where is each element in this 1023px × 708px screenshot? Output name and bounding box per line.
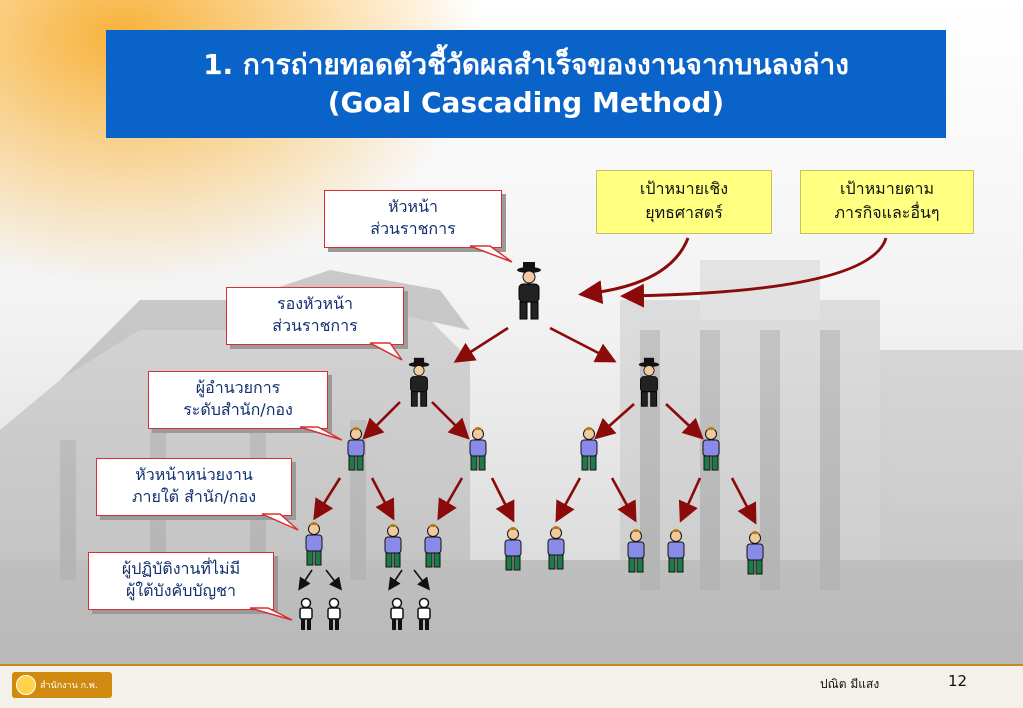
person-unit-head-3 (424, 523, 442, 568)
ocsc-logo: สำนักงาน ก.พ. (12, 672, 112, 698)
person-unit-head-4 (504, 526, 522, 571)
arrow-unit-1-to-worker-1 (298, 569, 313, 591)
level-worker-line1: ผู้ปฏิบัติงานที่ไม่มี (121, 559, 241, 578)
title-line-english: (Goal Cascading Method) (327, 86, 725, 119)
person-director-2 (469, 426, 487, 471)
callout-pointer-worker (249, 607, 293, 621)
person-unit-head-7 (667, 528, 685, 573)
level-label-deputy: รองหัวหน้า ส่วนราชการ (226, 287, 404, 345)
person-unit-head-1 (305, 521, 323, 566)
arrow-unit-1-to-worker-2 (325, 569, 342, 591)
person-deputy-right (638, 357, 660, 407)
title-line-thai: 1. การถ่ายทอดตัวชี้วัดผลสำเร็จของงานจากบ… (203, 48, 849, 81)
arrow-director-4-to-unit-8 (730, 477, 757, 525)
level-head-line1: หัวหน้า (388, 197, 438, 216)
arrow-deputy-left-to-director-2 (431, 401, 470, 440)
level-director-line1: ผู้อำนวยการ (195, 378, 281, 397)
logo-text: สำนักงาน ก.พ. (40, 681, 98, 691)
level-worker-line2: ผู้ใต้บังคับบัญชา (125, 581, 237, 600)
arrow-deputy-right-to-director-3 (594, 403, 635, 440)
arrow-director-2-to-unit-3 (437, 477, 464, 521)
level-unit-head-line1: หัวหน้าหน่วยงาน (135, 465, 253, 484)
arrow-director-4-to-unit-7 (678, 477, 702, 523)
level-director-line2: ระดับสำนัก/กอง (183, 400, 293, 419)
goal-mission-line1: เป้าหมายตาม (840, 179, 934, 198)
arrow-unit-2-to-worker-3 (388, 569, 403, 591)
person-worker-3 (390, 597, 404, 631)
goal-strategic-line1: เป้าหมายเชิง (639, 179, 729, 198)
arrow-head-to-deputy-right (549, 326, 617, 363)
callout-pointer-director (299, 426, 343, 441)
person-director-4 (702, 426, 720, 471)
arrow-director-1-to-unit-1 (313, 477, 342, 521)
person-unit-head-6 (627, 528, 645, 573)
slide-title: 1. การถ่ายทอดตัวชี้วัดผลสำเร็จของงานจากบ… (106, 30, 946, 138)
goal-mission-line2: ภารกิจและอื่นๆ (834, 203, 940, 222)
arrow-unit-2-to-worker-4 (413, 569, 430, 591)
arrow-director-2-to-unit-4 (490, 477, 515, 523)
arrow-deputy-left-to-director-1 (362, 401, 401, 440)
person-worker-2 (327, 597, 341, 631)
goal-strategic-line2: ยุทธศาสตร์ (645, 203, 723, 222)
person-worker-4 (417, 597, 431, 631)
seal-icon (16, 675, 36, 695)
level-label-head: หัวหน้า ส่วนราชการ (324, 190, 502, 248)
arrow-director-3-to-unit-6 (610, 477, 637, 523)
goal-box-mission: เป้าหมายตาม ภารกิจและอื่นๆ (800, 170, 974, 234)
person-director-3 (580, 426, 598, 471)
goal-box-strategic: เป้าหมายเชิง ยุทธศาสตร์ (596, 170, 772, 234)
level-deputy-line1: รองหัวหน้า (276, 294, 353, 313)
arrow-head-to-deputy-left (453, 326, 509, 363)
level-label-unit-head: หัวหน้าหน่วยงาน ภายใต้ สำนัก/กอง (96, 458, 292, 516)
callout-pointer-head (469, 245, 513, 263)
footer-divider (0, 664, 1023, 666)
level-head-line2: ส่วนราชการ (370, 219, 456, 238)
person-director-1 (347, 426, 365, 471)
level-unit-head-line2: ภายใต้ สำนัก/กอง (131, 487, 257, 506)
goal-arrow-strategic (578, 237, 690, 305)
footer-bar (0, 664, 1023, 708)
person-worker-1 (299, 597, 313, 631)
arrow-director-3-to-unit-5 (555, 477, 582, 523)
person-unit-head-2 (384, 523, 402, 568)
person-unit-head-8 (746, 530, 764, 575)
person-deputy-left (408, 357, 430, 407)
author-name: ปณิต มีแสง (820, 677, 880, 691)
goal-arrow-mission (620, 237, 888, 308)
callout-pointer-deputy (369, 342, 403, 361)
level-label-director: ผู้อำนวยการ ระดับสำนัก/กอง (148, 371, 328, 429)
person-head-of-agency (516, 261, 542, 320)
arrow-director-1-to-unit-2 (370, 477, 395, 521)
arrow-deputy-right-to-director-4 (665, 403, 704, 440)
page-number: 12 (948, 672, 968, 690)
person-unit-head-5 (547, 525, 565, 570)
level-deputy-line2: ส่วนราชการ (272, 316, 358, 335)
callout-pointer-unit-head (261, 513, 299, 531)
level-label-worker: ผู้ปฏิบัติงานที่ไม่มี ผู้ใต้บังคับบัญชา (88, 552, 274, 610)
